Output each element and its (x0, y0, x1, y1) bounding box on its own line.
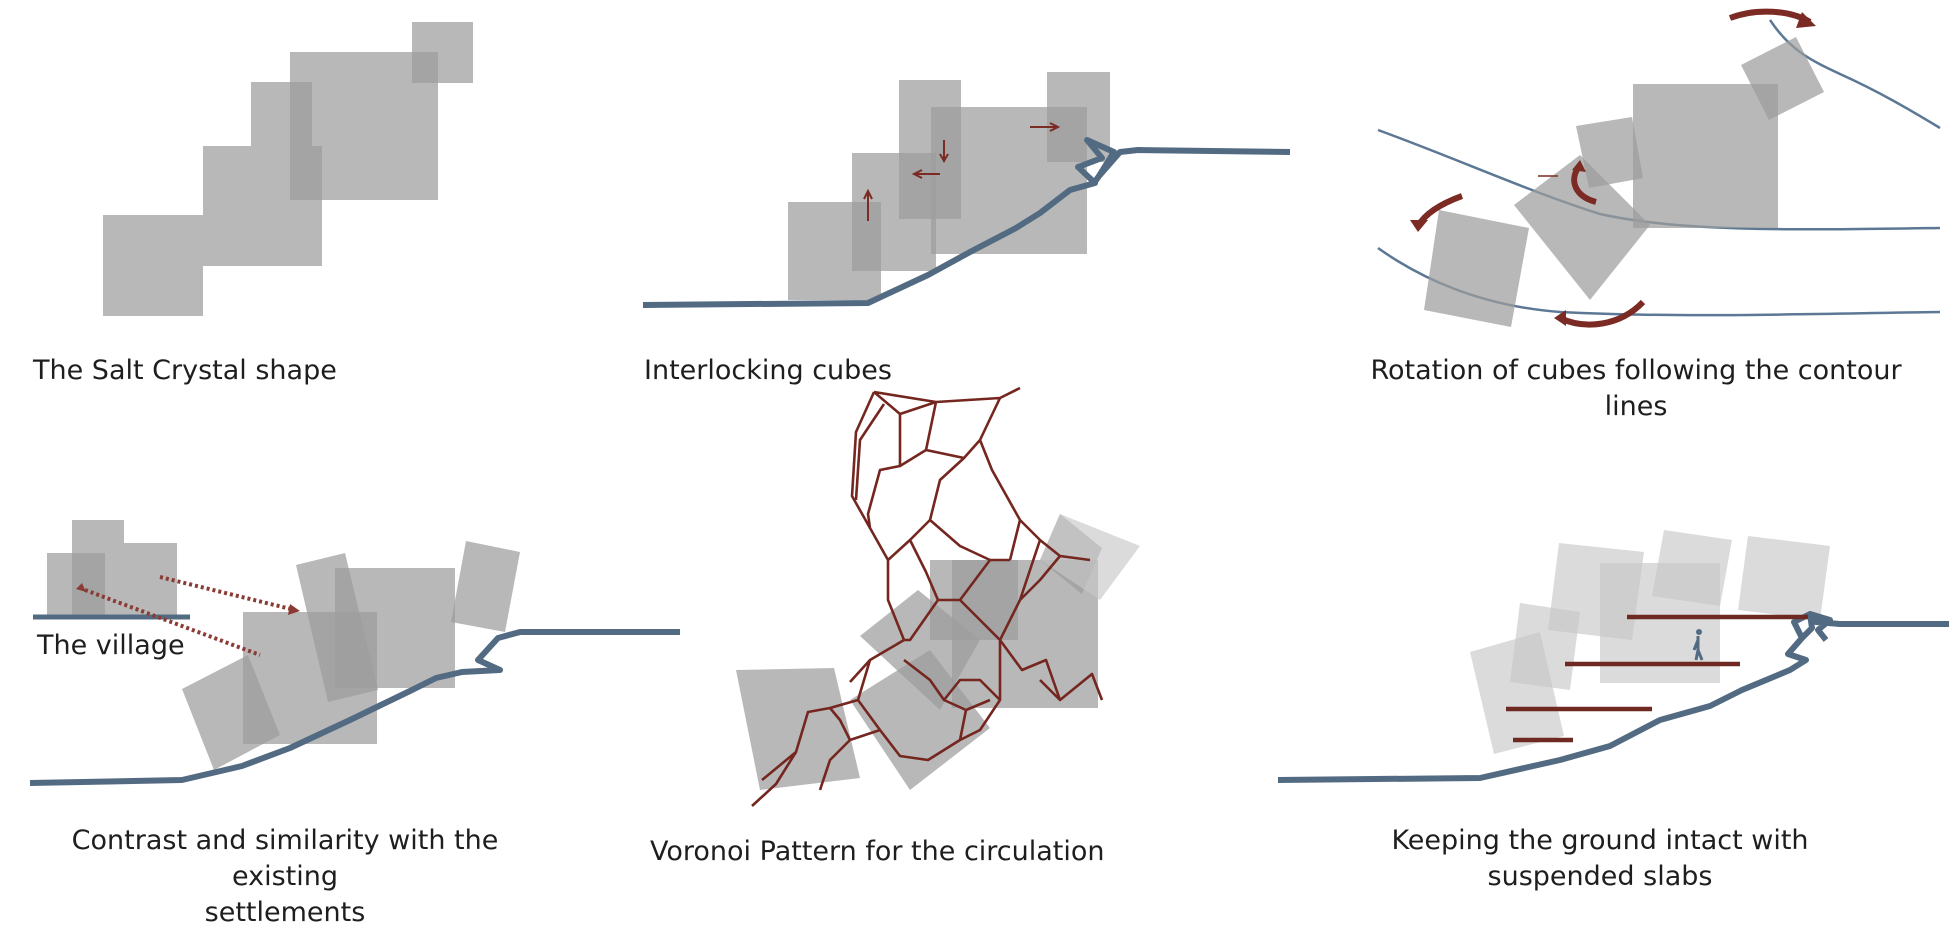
interlocking-cubes (642, 72, 1291, 308)
contrast-village (29, 520, 680, 786)
caption-slabs: Keeping the ground intact with suspended… (1340, 823, 1860, 895)
suspended-slabs (1277, 530, 1949, 783)
salt-crystal-shape (103, 22, 473, 316)
walking-figure (1692, 629, 1704, 661)
diagram-sheet: The Salt Crystal shape Interlocking cube… (29, 8, 1949, 928)
caption-contrast: Contrast and similarity with the existin… (18, 823, 552, 931)
caption-interlocking-cubes: Interlocking cubes (644, 355, 892, 386)
caption-contrast-line2: settlements (204, 897, 366, 928)
caption-rotation-line2: lines (1604, 391, 1668, 422)
caption-slabs-line2: suspended slabs (1487, 861, 1713, 892)
caption-salt-crystal: The Salt Crystal shape (33, 355, 337, 386)
village-label: The village (37, 630, 185, 661)
caption-slabs-line1: Keeping the ground intact with (1391, 825, 1809, 856)
rotation-of-cubes (1377, 8, 1941, 328)
caption-rotation-line1: Rotation of cubes following the contour (1370, 355, 1902, 386)
caption-contrast-line1: Contrast and similarity with the existin… (71, 825, 499, 892)
diagram-canvas (29, 8, 1949, 807)
caption-rotation: Rotation of cubes following the contour … (1330, 353, 1942, 425)
caption-voronoi: Voronoi Pattern for the circulation (650, 836, 1105, 867)
voronoi-pattern (736, 386, 1140, 807)
